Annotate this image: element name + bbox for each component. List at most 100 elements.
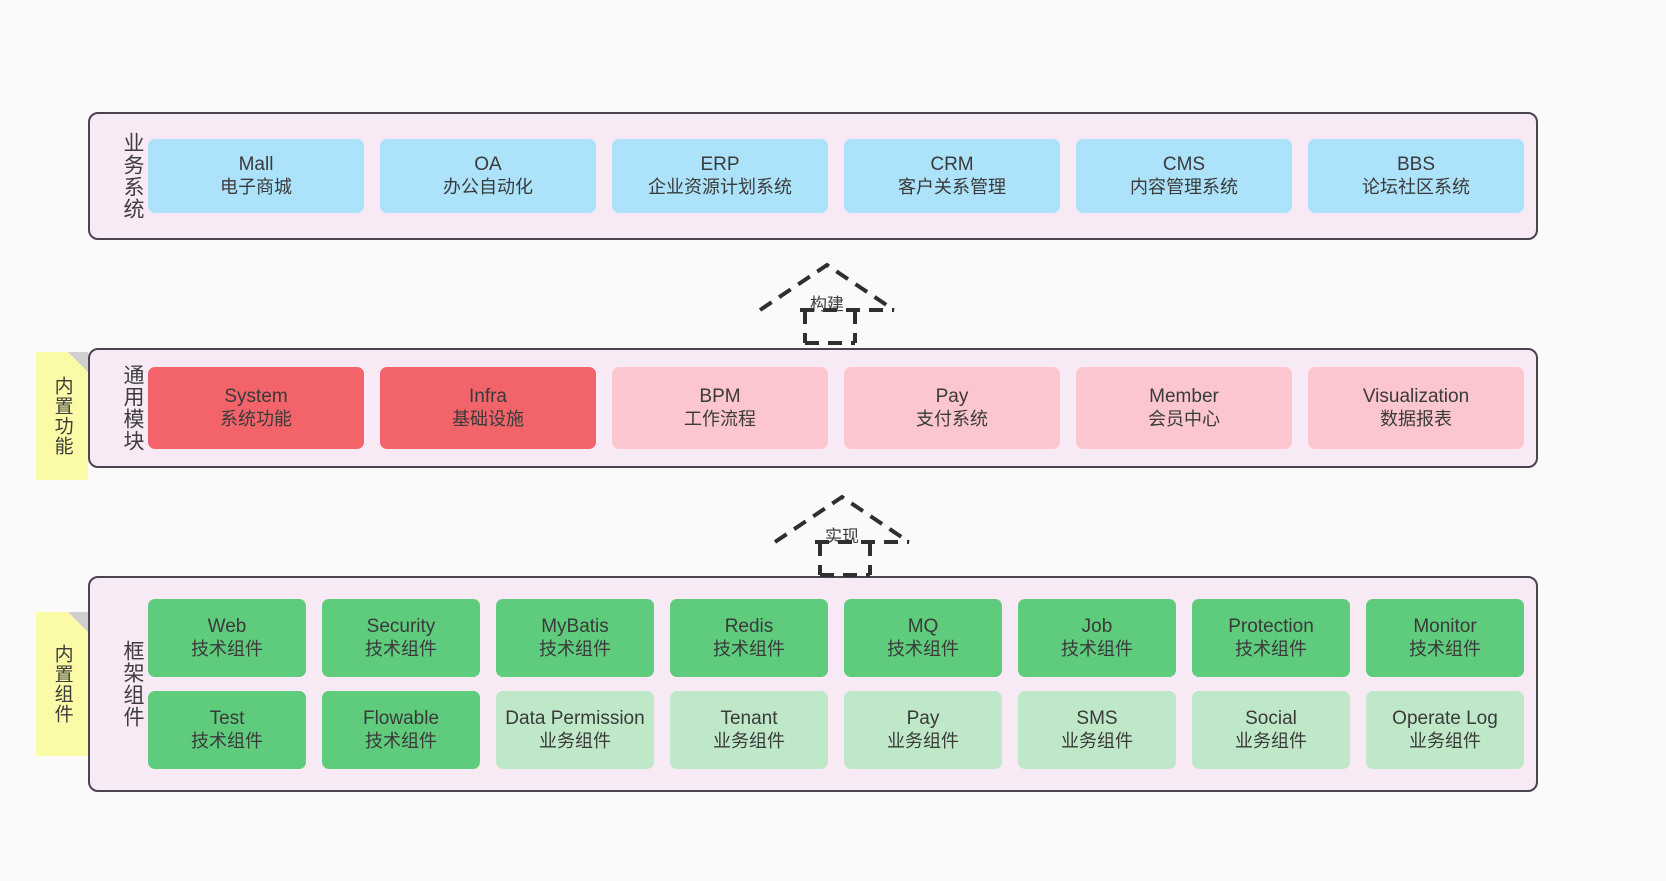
node-infra[interactable]: Infra 基础设施 xyxy=(380,367,596,449)
node-title: OA xyxy=(474,154,502,176)
node-title: Pay xyxy=(935,386,969,408)
layer-business-system: 业务系统 Mall 电子商城 OA 办公自动化 ERP 企业资源计划系统 CRM… xyxy=(88,112,1538,240)
node-subtitle: 技术组件 xyxy=(365,730,437,751)
node-title: Infra xyxy=(468,386,508,408)
layer-title-common-module: 通用模块 xyxy=(121,364,144,452)
node-subtitle: 业务组件 xyxy=(1409,730,1481,751)
node-subtitle: 技术组件 xyxy=(1409,638,1481,659)
layer-body-business-system: Mall 电子商城 OA 办公自动化 ERP 企业资源计划系统 CRM 客户关系… xyxy=(144,114,1536,238)
node-subtitle: 客户关系管理 xyxy=(898,176,1006,197)
node-row: Test 技术组件 Flowable 技术组件 Data Permission … xyxy=(148,691,1524,769)
node-subtitle: 技术组件 xyxy=(191,730,263,751)
node-mall[interactable]: Mall 电子商城 xyxy=(148,139,364,213)
node-subtitle: 业务组件 xyxy=(539,730,611,751)
node-title: Member xyxy=(1149,386,1219,408)
node-title: CMS xyxy=(1162,154,1206,176)
layer-body-common-module: System 系统功能 Infra 基础设施 BPM 工作流程 Pay 支付系统… xyxy=(144,350,1536,466)
arrowhead-triangle-implement xyxy=(773,494,911,544)
node-subtitle: 论坛社区系统 xyxy=(1362,176,1470,197)
node-subtitle: 电子商城 xyxy=(220,176,292,197)
node-security[interactable]: Security 技术组件 xyxy=(322,599,480,677)
note-label: 内置组件 xyxy=(51,644,73,724)
layer-body-framework-component: Web 技术组件 Security 技术组件 MyBatis 技术组件 Redi… xyxy=(144,578,1536,790)
node-row: Web 技术组件 Security 技术组件 MyBatis 技术组件 Redi… xyxy=(148,599,1524,677)
node-title: Social xyxy=(1245,708,1297,730)
node-oa[interactable]: OA 办公自动化 xyxy=(380,139,596,213)
node-subtitle: 业务组件 xyxy=(713,730,785,751)
node-tenant[interactable]: Tenant 业务组件 xyxy=(670,691,828,769)
node-redis[interactable]: Redis 技术组件 xyxy=(670,599,828,677)
node-title: BPM xyxy=(699,386,741,408)
node-subtitle: 技术组件 xyxy=(539,638,611,659)
node-member[interactable]: Member 会员中心 xyxy=(1076,367,1292,449)
node-subtitle: 支付系统 xyxy=(916,408,988,429)
node-title: Monitor xyxy=(1413,616,1477,638)
node-web[interactable]: Web 技术组件 xyxy=(148,599,306,677)
note-label: 内置功能 xyxy=(51,376,73,456)
node-bbs[interactable]: BBS 论坛社区系统 xyxy=(1308,139,1524,213)
node-title: BBS xyxy=(1396,154,1436,176)
node-pay[interactable]: Pay 支付系统 xyxy=(844,367,1060,449)
node-subtitle: 技术组件 xyxy=(1235,638,1307,659)
node-title: MyBatis xyxy=(541,616,609,638)
node-subtitle: 业务组件 xyxy=(1235,730,1307,751)
note-built-in-components: 内置组件 xyxy=(36,612,88,756)
node-subtitle: 企业资源计划系统 xyxy=(648,176,792,197)
node-system[interactable]: System 系统功能 xyxy=(148,367,364,449)
node-subtitle: 办公自动化 xyxy=(443,176,533,197)
note-fold-icon xyxy=(68,612,88,632)
node-subtitle: 技术组件 xyxy=(887,638,959,659)
node-erp[interactable]: ERP 企业资源计划系统 xyxy=(612,139,828,213)
node-pay-business[interactable]: Pay 业务组件 xyxy=(844,691,1002,769)
node-row: Mall 电子商城 OA 办公自动化 ERP 企业资源计划系统 CRM 客户关系… xyxy=(148,139,1524,213)
node-title: Redis xyxy=(724,616,774,638)
node-cms[interactable]: CMS 内容管理系统 xyxy=(1076,139,1292,213)
node-monitor[interactable]: Monitor 技术组件 xyxy=(1366,599,1524,677)
node-title: CRM xyxy=(930,154,974,176)
node-subtitle: 技术组件 xyxy=(191,638,263,659)
layer-title-business-system: 业务系统 xyxy=(121,132,144,220)
node-crm[interactable]: CRM 客户关系管理 xyxy=(844,139,1060,213)
node-data-permission[interactable]: Data Permission 业务组件 xyxy=(496,691,654,769)
node-subtitle: 系统功能 xyxy=(220,408,292,429)
node-title: MQ xyxy=(907,616,939,638)
node-sms[interactable]: SMS 业务组件 xyxy=(1018,691,1176,769)
connector-implement-arrow xyxy=(773,494,911,577)
node-title: Mall xyxy=(238,154,274,176)
node-title: ERP xyxy=(700,154,740,176)
node-title: SMS xyxy=(1076,708,1118,730)
layer-common-module: 通用模块 System 系统功能 Infra 基础设施 BPM 工作流程 Pay… xyxy=(88,348,1538,468)
node-title: Security xyxy=(366,616,436,638)
node-subtitle: 业务组件 xyxy=(1061,730,1133,751)
node-subtitle: 内容管理系统 xyxy=(1130,176,1238,197)
node-mybatis[interactable]: MyBatis 技术组件 xyxy=(496,599,654,677)
node-subtitle: 技术组件 xyxy=(713,638,785,659)
node-subtitle: 业务组件 xyxy=(887,730,959,751)
node-title: Flowable xyxy=(362,708,440,730)
node-title: System xyxy=(224,386,288,408)
node-mq[interactable]: MQ 技术组件 xyxy=(844,599,1002,677)
layer-title-framework-component: 框架组件 xyxy=(121,640,144,728)
node-title: Tenant xyxy=(720,708,778,730)
node-flowable[interactable]: Flowable 技术组件 xyxy=(322,691,480,769)
node-title: Pay xyxy=(906,708,940,730)
node-social[interactable]: Social 业务组件 xyxy=(1192,691,1350,769)
node-subtitle: 基础设施 xyxy=(452,408,524,429)
node-subtitle: 技术组件 xyxy=(365,638,437,659)
node-operate-log[interactable]: Operate Log 业务组件 xyxy=(1366,691,1524,769)
connector-build-arrow xyxy=(758,262,896,345)
node-title: Test xyxy=(209,708,245,730)
node-protection[interactable]: Protection 技术组件 xyxy=(1192,599,1350,677)
node-title: Operate Log xyxy=(1392,708,1498,730)
node-title: Data Permission xyxy=(505,708,645,730)
node-bpm[interactable]: BPM 工作流程 xyxy=(612,367,828,449)
node-test[interactable]: Test 技术组件 xyxy=(148,691,306,769)
note-fold-icon xyxy=(68,352,88,372)
node-title: Job xyxy=(1081,616,1113,638)
arrowhead-triangle-build xyxy=(758,262,896,312)
node-subtitle: 技术组件 xyxy=(1061,638,1133,659)
node-row: System 系统功能 Infra 基础设施 BPM 工作流程 Pay 支付系统… xyxy=(148,367,1524,449)
node-visualization[interactable]: Visualization 数据报表 xyxy=(1308,367,1524,449)
node-job[interactable]: Job 技术组件 xyxy=(1018,599,1176,677)
